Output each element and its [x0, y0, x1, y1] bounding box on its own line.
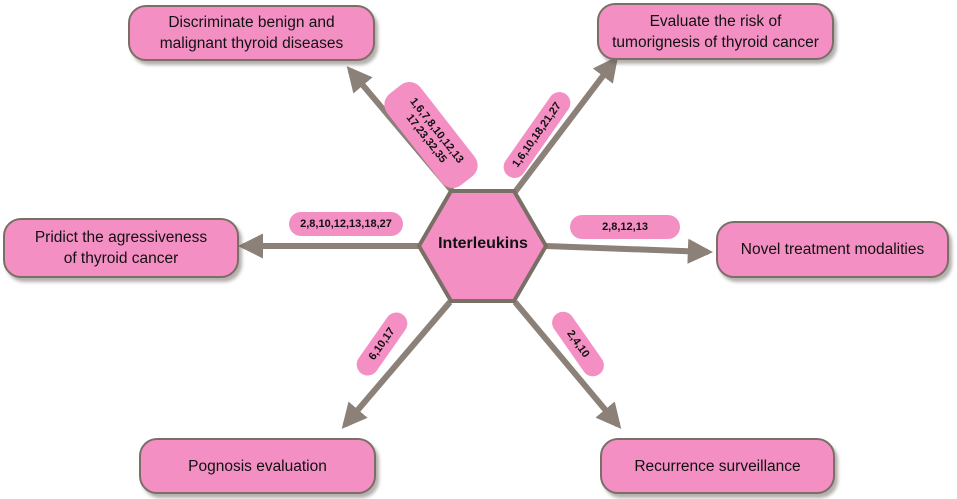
arrow-to-top-right — [512, 55, 619, 194]
box-evaluate-risk: Evaluate the risk of tumorignesis of thy… — [597, 3, 834, 60]
center-label: Interleukins — [438, 235, 528, 252]
box-prognosis-evaluation: Pognosis evaluation — [139, 438, 376, 494]
label-middle-left-ils: 2,8,10,12,13,18,27 — [289, 212, 403, 236]
box-recurrence-surveillance: Recurrence surveillance — [600, 438, 835, 494]
arrow-to-middle-right — [545, 238, 714, 264]
box-discriminate-diseases: Discriminate benign and malignant thyroi… — [128, 5, 375, 61]
box-predict-aggressiveness: Pridict the agressiveness of thyroid can… — [3, 218, 239, 278]
label-middle-right-ils: 2,8,12,13 — [570, 215, 680, 239]
box-novel-treatment: Novel treatment modalities — [716, 221, 949, 278]
interleukins-hexagon — [416, 189, 549, 303]
arrow-to-bottom-right — [512, 300, 622, 429]
arrow-to-bottom-left — [341, 300, 453, 429]
